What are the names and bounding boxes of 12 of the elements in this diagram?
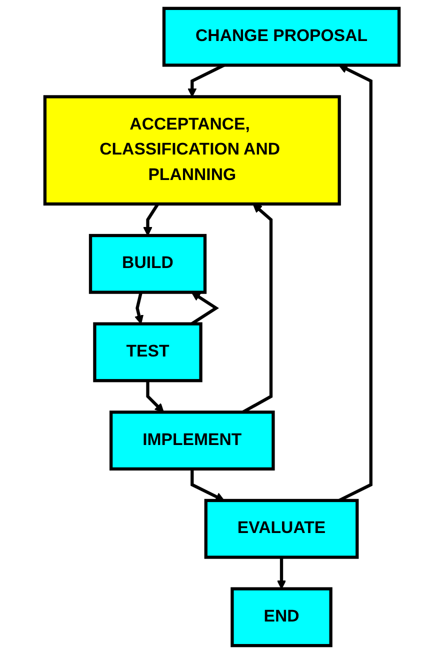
node-box: END (230, 587, 332, 648)
node-box: EVALUATE (204, 498, 359, 559)
node-box: IMPLEMENT (110, 410, 275, 471)
node-box: CHANGE PROPOSAL (162, 6, 401, 67)
node-box: TEST (93, 322, 202, 382)
arrow (276, 557, 286, 590)
arrow (134, 292, 144, 324)
arrow (143, 203, 160, 236)
arrow (146, 380, 164, 413)
node-box: ACCEPTANCE, CLASSIFICATION AND PLANNING (43, 95, 341, 206)
node-box: BUILD (88, 234, 207, 294)
arrow (190, 468, 224, 501)
